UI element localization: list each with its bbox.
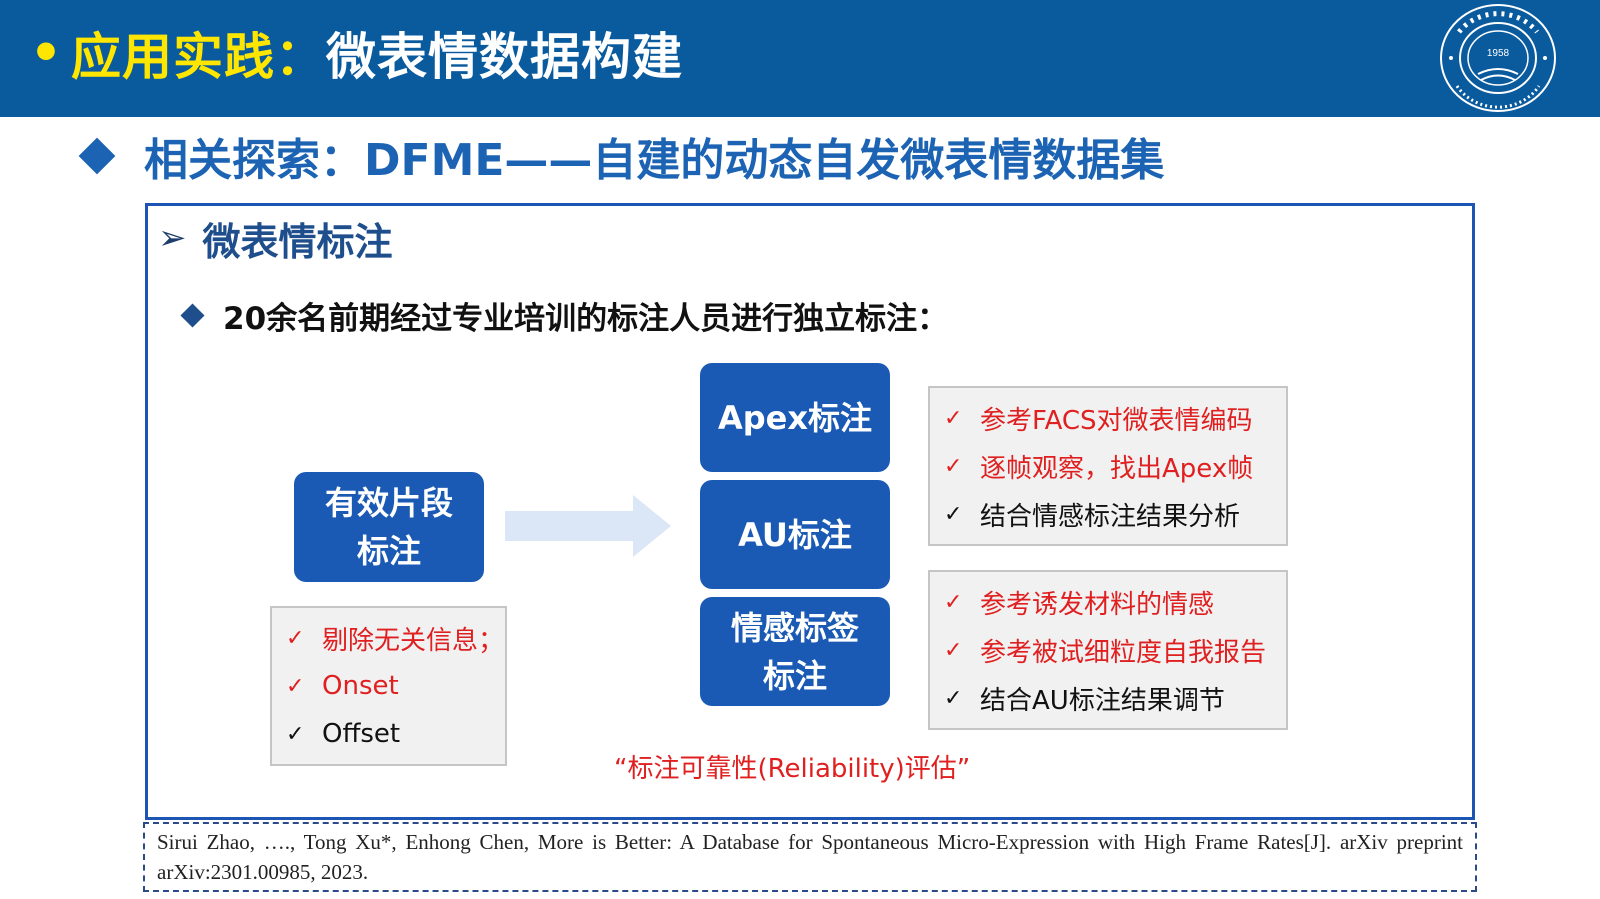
list-item: ✓ Onset [286, 662, 505, 710]
emotion-notes-box: ✓ 参考诱发材料的情感 ✓ 参考被试细粒度自我报告 ✓ 结合AU标注结果调节 [928, 570, 1288, 730]
section-title: 微表情标注 [202, 219, 393, 264]
note-text: 参考诱发材料的情感 [980, 589, 1215, 620]
list-item: ✓ 剔除无关信息； [286, 614, 505, 662]
list-item: ✓ Offset [286, 710, 505, 758]
check-icon: ✓ [944, 589, 963, 615]
emotion-box-line2: 标注 [762, 656, 827, 695]
apex-box-label: Apex标注 [717, 398, 873, 437]
list-item: ✓ 结合AU标注结果调节 [944, 674, 1286, 722]
arrow-bullet-icon: ➢ [158, 218, 187, 258]
check-icon: ✓ [944, 453, 963, 479]
list-item: ✓ 参考被试细粒度自我报告 [944, 626, 1286, 674]
content-panel [145, 203, 1475, 820]
note-text: 剔除无关信息； [322, 625, 505, 656]
diamond-bullet-icon [78, 137, 116, 175]
subtitle: 相关探索：DFME——自建的动态自发微表情数据集 [78, 126, 1165, 186]
reliability-caption: “标注可靠性(Reliability)评估” [614, 754, 971, 784]
check-icon: ✓ [286, 721, 305, 747]
subtitle-text: 相关探索：DFME——自建的动态自发微表情数据集 [144, 135, 1165, 186]
note-text: 逐帧观察，找出Apex帧 [980, 453, 1254, 484]
check-icon: ✓ [944, 637, 963, 663]
diamond-bullet-icon [180, 302, 205, 328]
apex-au-notes-box: ✓ 参考FACS对微表情编码 ✓ 逐帧观察，找出Apex帧 ✓ 结合情感标注结果… [928, 386, 1288, 546]
check-icon: ✓ [944, 405, 963, 431]
university-logo: 1958 [1440, 4, 1556, 112]
annotator-text: 20余名前期经过专业培训的标注人员进行独立标注： [223, 300, 949, 337]
au-annotation-box: AU标注 [700, 480, 890, 589]
list-item: ✓ 逐帧观察，找出Apex帧 [944, 442, 1286, 490]
segment-notes-box: ✓ 剔除无关信息； ✓ Onset ✓ Offset [270, 606, 507, 766]
segment-box-line2: 标注 [356, 532, 421, 570]
list-item: ✓ 参考FACS对微表情编码 [944, 394, 1286, 442]
header-bar: • 应用实践： 微表情数据构建 1958 [0, 0, 1600, 117]
right-arrow-icon [505, 495, 671, 557]
note-text: 参考FACS对微表情编码 [980, 405, 1253, 436]
emotion-annotation-box: 情感标签 标注 [700, 597, 890, 706]
segment-box-line1: 有效片段 [324, 484, 453, 522]
list-item: ✓ 参考诱发材料的情感 [944, 578, 1286, 626]
slide-title: • 应用实践： 微表情数据构建 [30, 18, 683, 88]
note-text: 结合情感标注结果分析 [980, 501, 1241, 532]
emotion-box-line1: 情感标签 [730, 608, 859, 647]
au-box-label: AU标注 [738, 515, 852, 554]
check-icon: ✓ [286, 673, 305, 699]
check-icon: ✓ [286, 625, 305, 651]
section-heading: ➢ 微表情标注 [158, 213, 393, 264]
title-highlight: 应用实践： [70, 28, 326, 86]
segment-annotation-box: 有效片段 标注 [294, 472, 484, 582]
check-icon: ✓ [944, 685, 963, 711]
reference-citation: Sirui Zhao, …., Tong Xu*, Enhong Chen, M… [143, 822, 1477, 892]
logo-year: 1958 [1487, 48, 1510, 59]
note-text: Offset [322, 719, 401, 749]
note-text: 结合AU标注结果调节 [980, 685, 1225, 716]
apex-annotation-box: Apex标注 [700, 363, 890, 472]
annotator-bullet: 20余名前期经过专业培训的标注人员进行独立标注： [180, 292, 948, 338]
title-main: 微表情数据构建 [325, 28, 683, 86]
title-bullet: • [30, 24, 63, 82]
list-item: ✓ 结合情感标注结果分析 [944, 490, 1286, 538]
check-icon: ✓ [944, 501, 963, 527]
note-text: 参考被试细粒度自我报告 [980, 637, 1267, 668]
note-text: Onset [322, 671, 399, 701]
